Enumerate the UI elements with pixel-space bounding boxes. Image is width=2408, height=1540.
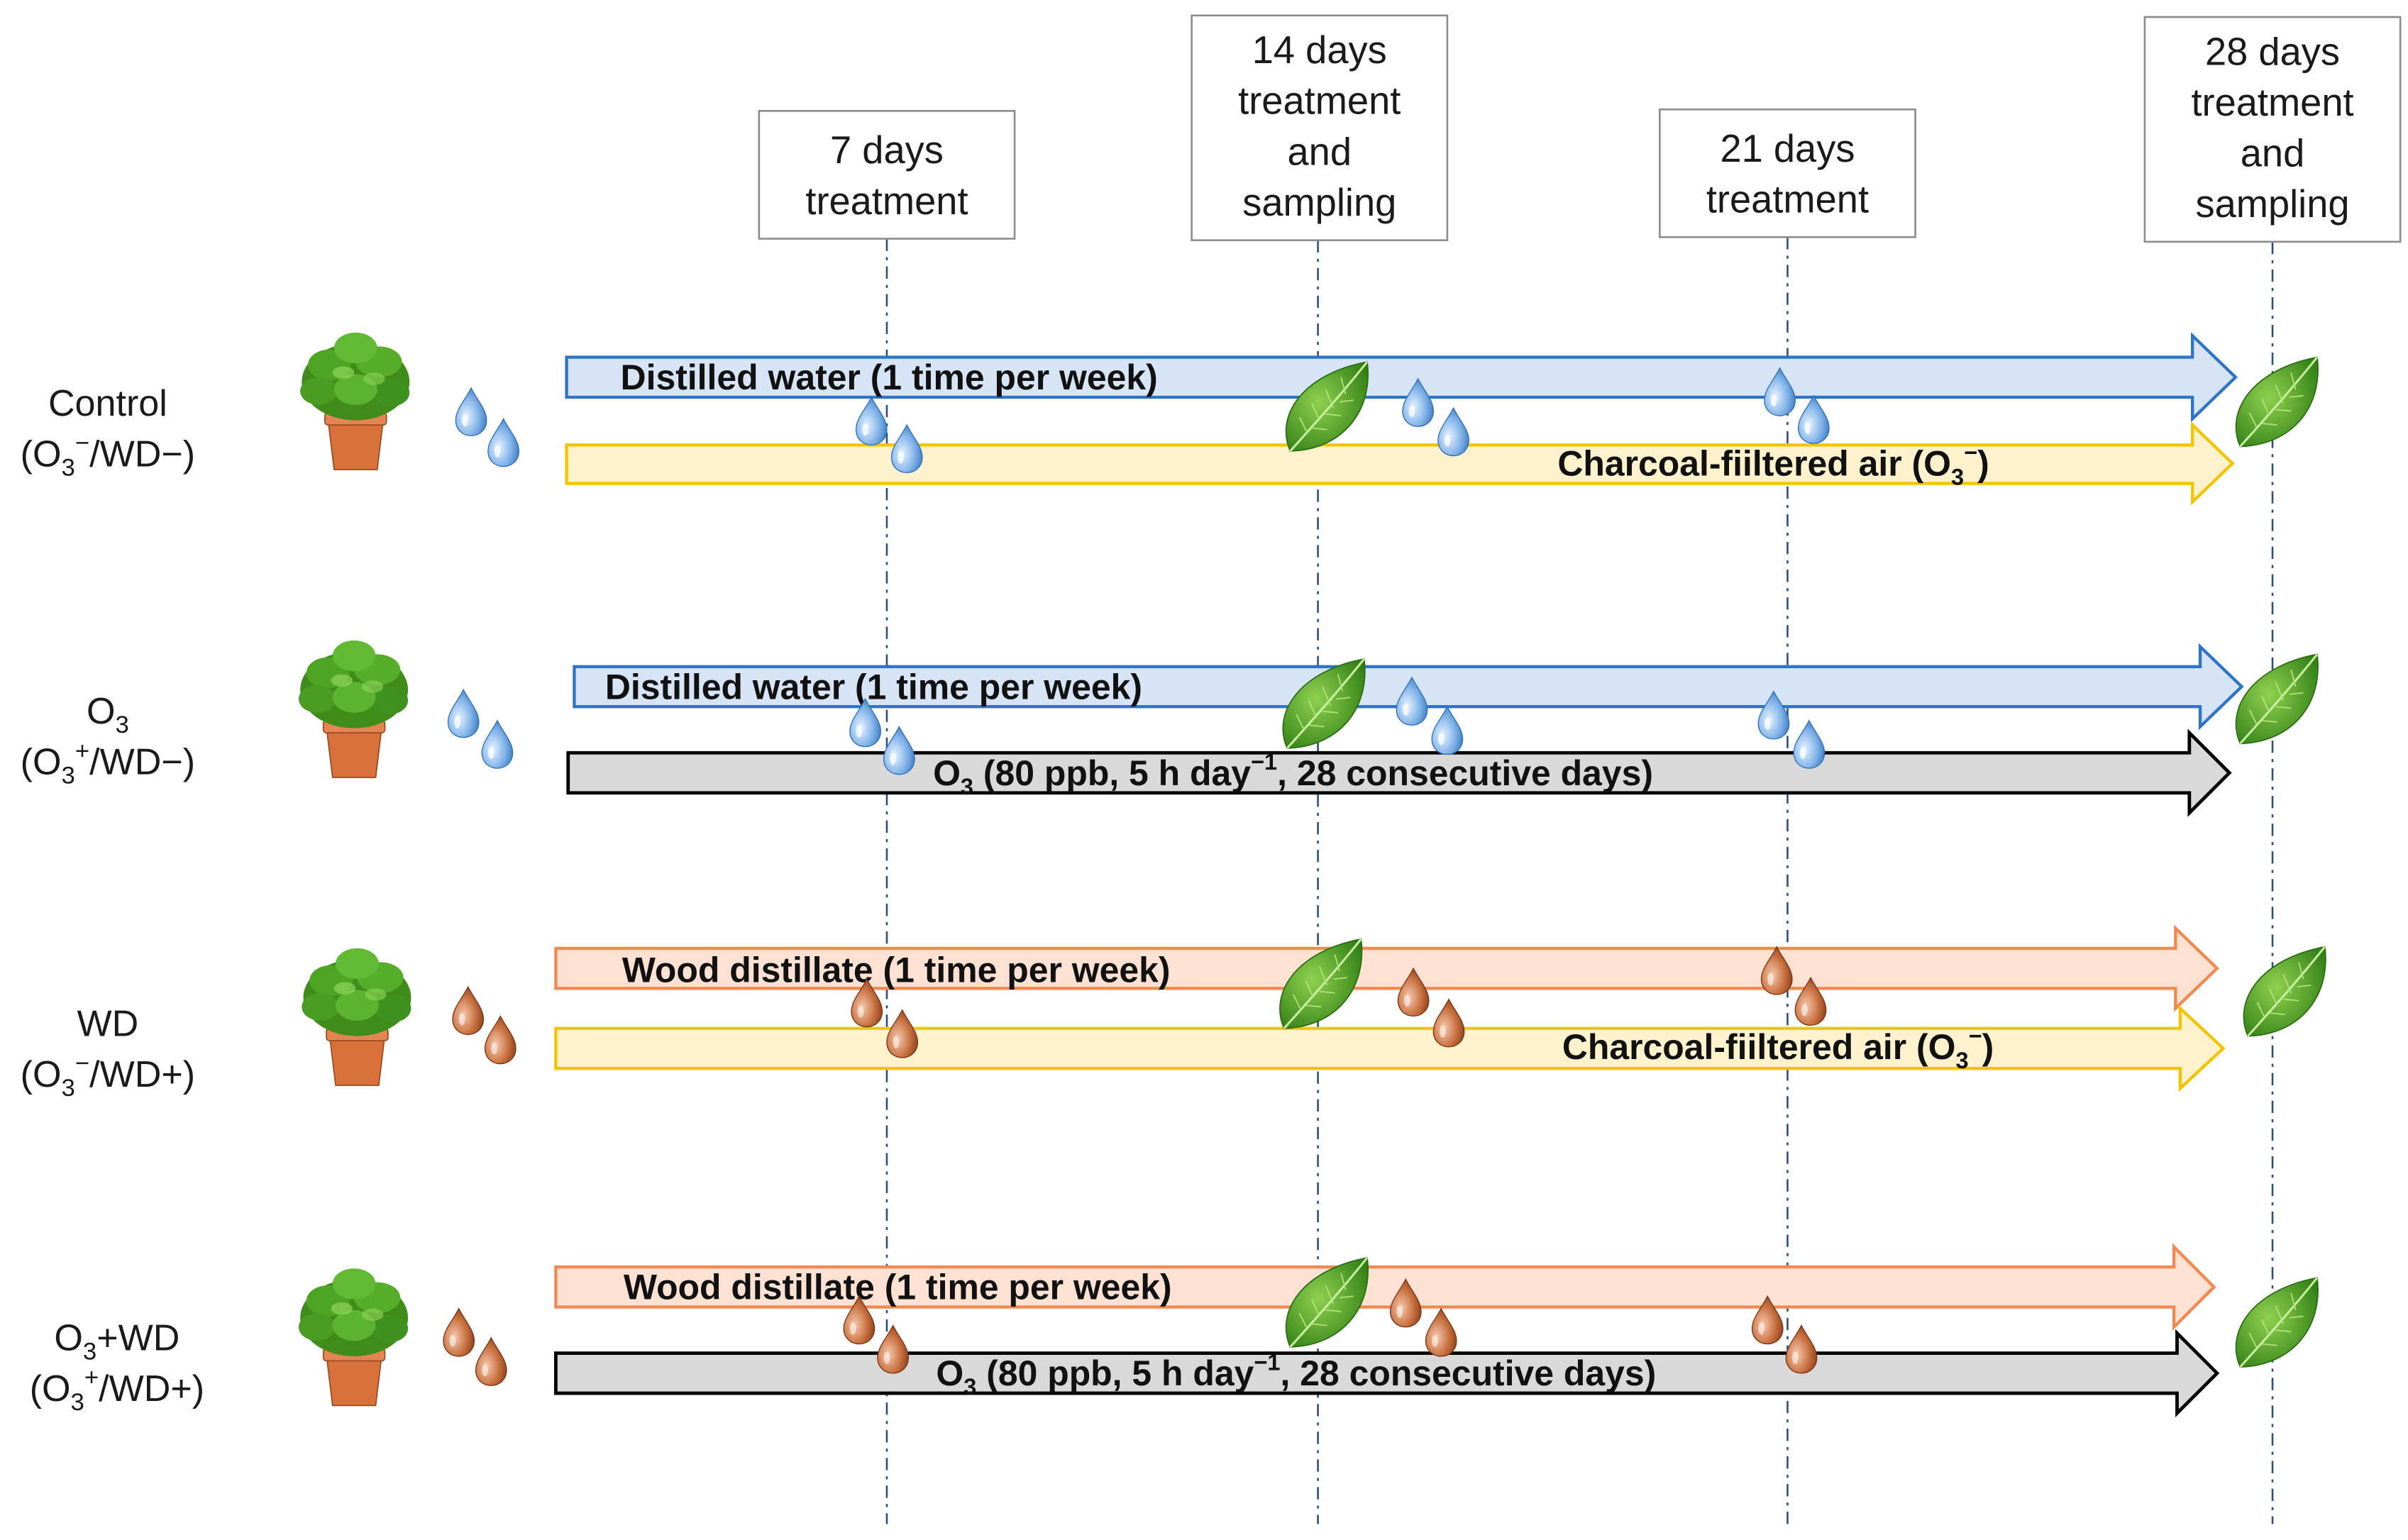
water-drop-icon (883, 726, 916, 775)
group-name: O3+WD (54, 1317, 180, 1365)
water-drop-icon (1797, 394, 1830, 445)
charcoal-air-label: Charcoal-fiiltered air (O3−) (1562, 1023, 1994, 1073)
water-drop-icon (1431, 706, 1464, 755)
group-condition: (O3+/WD−) (21, 738, 195, 790)
timepoint-day7: 7 days treatment (758, 110, 1016, 240)
basil-plant-icon (297, 639, 409, 779)
timepoint-label-line: sampling (2195, 183, 2349, 226)
timepoint-label-line: and (2241, 133, 2305, 175)
timepoint-day28: 28 days treatment and sampling (2143, 16, 2402, 243)
basil-plant-icon (297, 1268, 409, 1407)
timepoint-label-line: treatment (1706, 179, 1869, 221)
ozone-label: O3 (80 ppb, 5 h day−1, 28 consecutive da… (933, 749, 1653, 799)
timepoint-label-line: treatment (1238, 80, 1401, 123)
wood-distillate-drop-icon (451, 986, 485, 1036)
distilled-water-arrow (565, 332, 2238, 423)
basil-plant-icon (301, 947, 412, 1087)
timepoint-box (1659, 108, 1916, 238)
group-condition: (O3+/WD+) (30, 1364, 204, 1416)
leaf-icon (2235, 1276, 2319, 1368)
wood-distillate-drop-icon (1785, 1324, 1818, 1374)
wood-distillate-drop-icon (876, 1324, 910, 1374)
wood-distillate-arrow (554, 924, 2220, 1012)
timepoint-day14: 14 days treatment and sampling (1191, 14, 1449, 241)
water-drop-icon (1437, 407, 1470, 457)
group-row-control: Control (O3−/WD−) Distilled water (1 tim… (21, 331, 2319, 506)
leaf-icon (2235, 356, 2319, 448)
group-row-ozone: O3 (O3+/WD−) Distilled water (1 time per… (21, 639, 2319, 817)
water-drop-icon (855, 396, 888, 446)
timepoint-label-line: 28 days (2205, 31, 2340, 73)
wood-distillate-drop-icon (885, 1009, 919, 1059)
leaf-icon (2242, 946, 2327, 1038)
group-name: WD (77, 1004, 139, 1045)
water-drop-icon (890, 423, 923, 474)
group-row-ozone-wd: O3+WD (O3+/WD+) Wood distillate (1 time … (30, 1243, 2319, 1418)
water-drop-icon (481, 719, 514, 770)
charcoal-air-arrow (565, 421, 2235, 506)
charcoal-air-label: Charcoal-fiiltered air (O3−) (1557, 440, 1989, 490)
group-name: O3 (87, 691, 129, 738)
distilled-water-label: Distilled water (1 time per week) (605, 667, 1142, 707)
timepoint-box (1191, 14, 1449, 241)
wood-distillate-label: Wood distillate (1 time per week) (622, 951, 1171, 990)
water-drop-icon (487, 418, 520, 467)
wood-distillate-drop-icon (1425, 1307, 1457, 1358)
group-condition: (O3−/WD+) (21, 1051, 195, 1102)
timeline-guides (885, 237, 2274, 1524)
wood-distillate-arrow (554, 1243, 2216, 1331)
group-condition: (O3−/WD−) (21, 430, 195, 482)
timepoint-label-line: treatment (2191, 82, 2353, 124)
group-name: Control (48, 383, 167, 424)
wood-distillate-drop-icon (484, 1015, 517, 1065)
timepoint-label-line: treatment (805, 180, 968, 223)
wood-distillate-drop-icon (442, 1307, 475, 1358)
timepoint-box (2143, 16, 2402, 243)
wood-distillate-drop-icon (1432, 998, 1465, 1048)
water-drop-icon (455, 387, 487, 437)
timepoint-day21: 21 days treatment (1659, 108, 1916, 238)
wood-distillate-label: Wood distillate (1 time per week) (624, 1268, 1172, 1307)
wood-distillate-drop-icon (475, 1336, 508, 1387)
timepoint-label-line: 14 days (1252, 29, 1387, 72)
group-row-wd: WD (O3−/WD+) Wood distillate (1 time per… (21, 924, 2327, 1102)
basil-plant-icon (299, 331, 411, 471)
distilled-water-label: Distilled water (1 time per week) (621, 358, 1158, 397)
ozone-label: O3 (80 ppb, 5 h day−1, 28 consecutive da… (936, 1350, 1656, 1400)
timepoint-label-line: and (1287, 131, 1352, 173)
timepoint-label-line: 21 days (1720, 128, 1855, 170)
timepoint-label-line: sampling (1242, 182, 1396, 224)
leaf-icon (2235, 653, 2319, 745)
charcoal-air-arrow (554, 1004, 2226, 1092)
water-drop-icon (447, 689, 480, 738)
timepoint-label-line: 7 days (830, 129, 944, 172)
water-drop-icon (1793, 719, 1826, 770)
timepoint-box (758, 110, 1016, 240)
